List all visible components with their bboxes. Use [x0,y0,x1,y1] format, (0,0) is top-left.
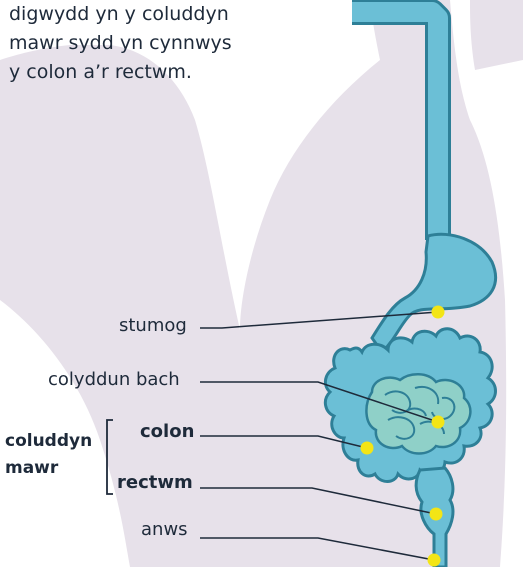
label-colyddun-bach: colyddun bach [48,369,180,390]
marker-stumog [432,306,445,319]
group-label-line-2: mawr [5,455,92,482]
label-colon: colon [140,421,194,442]
label-rectwm: rectwm [117,472,193,493]
small-intestine-shape [366,374,470,453]
intro-line-1: digwydd yn y coluddyn [9,0,309,29]
marker-colyddun-bach [432,416,445,429]
intro-line-3: y colon a’r rectwm. [9,58,309,87]
marker-colon [361,442,374,455]
marker-anws [428,554,441,567]
marker-rectwm [430,508,443,521]
group-label-line-1: coluddyn [5,428,92,455]
group-label-coluddyn-mawr: coluddyn mawr [5,428,92,482]
intro-line-2: mawr sydd yn cynnwys [9,29,309,58]
intro-text: digwydd yn y coluddyn mawr sydd yn cynnw… [9,0,309,87]
label-anws: anws [141,519,188,540]
label-stumog: stumog [119,315,187,336]
